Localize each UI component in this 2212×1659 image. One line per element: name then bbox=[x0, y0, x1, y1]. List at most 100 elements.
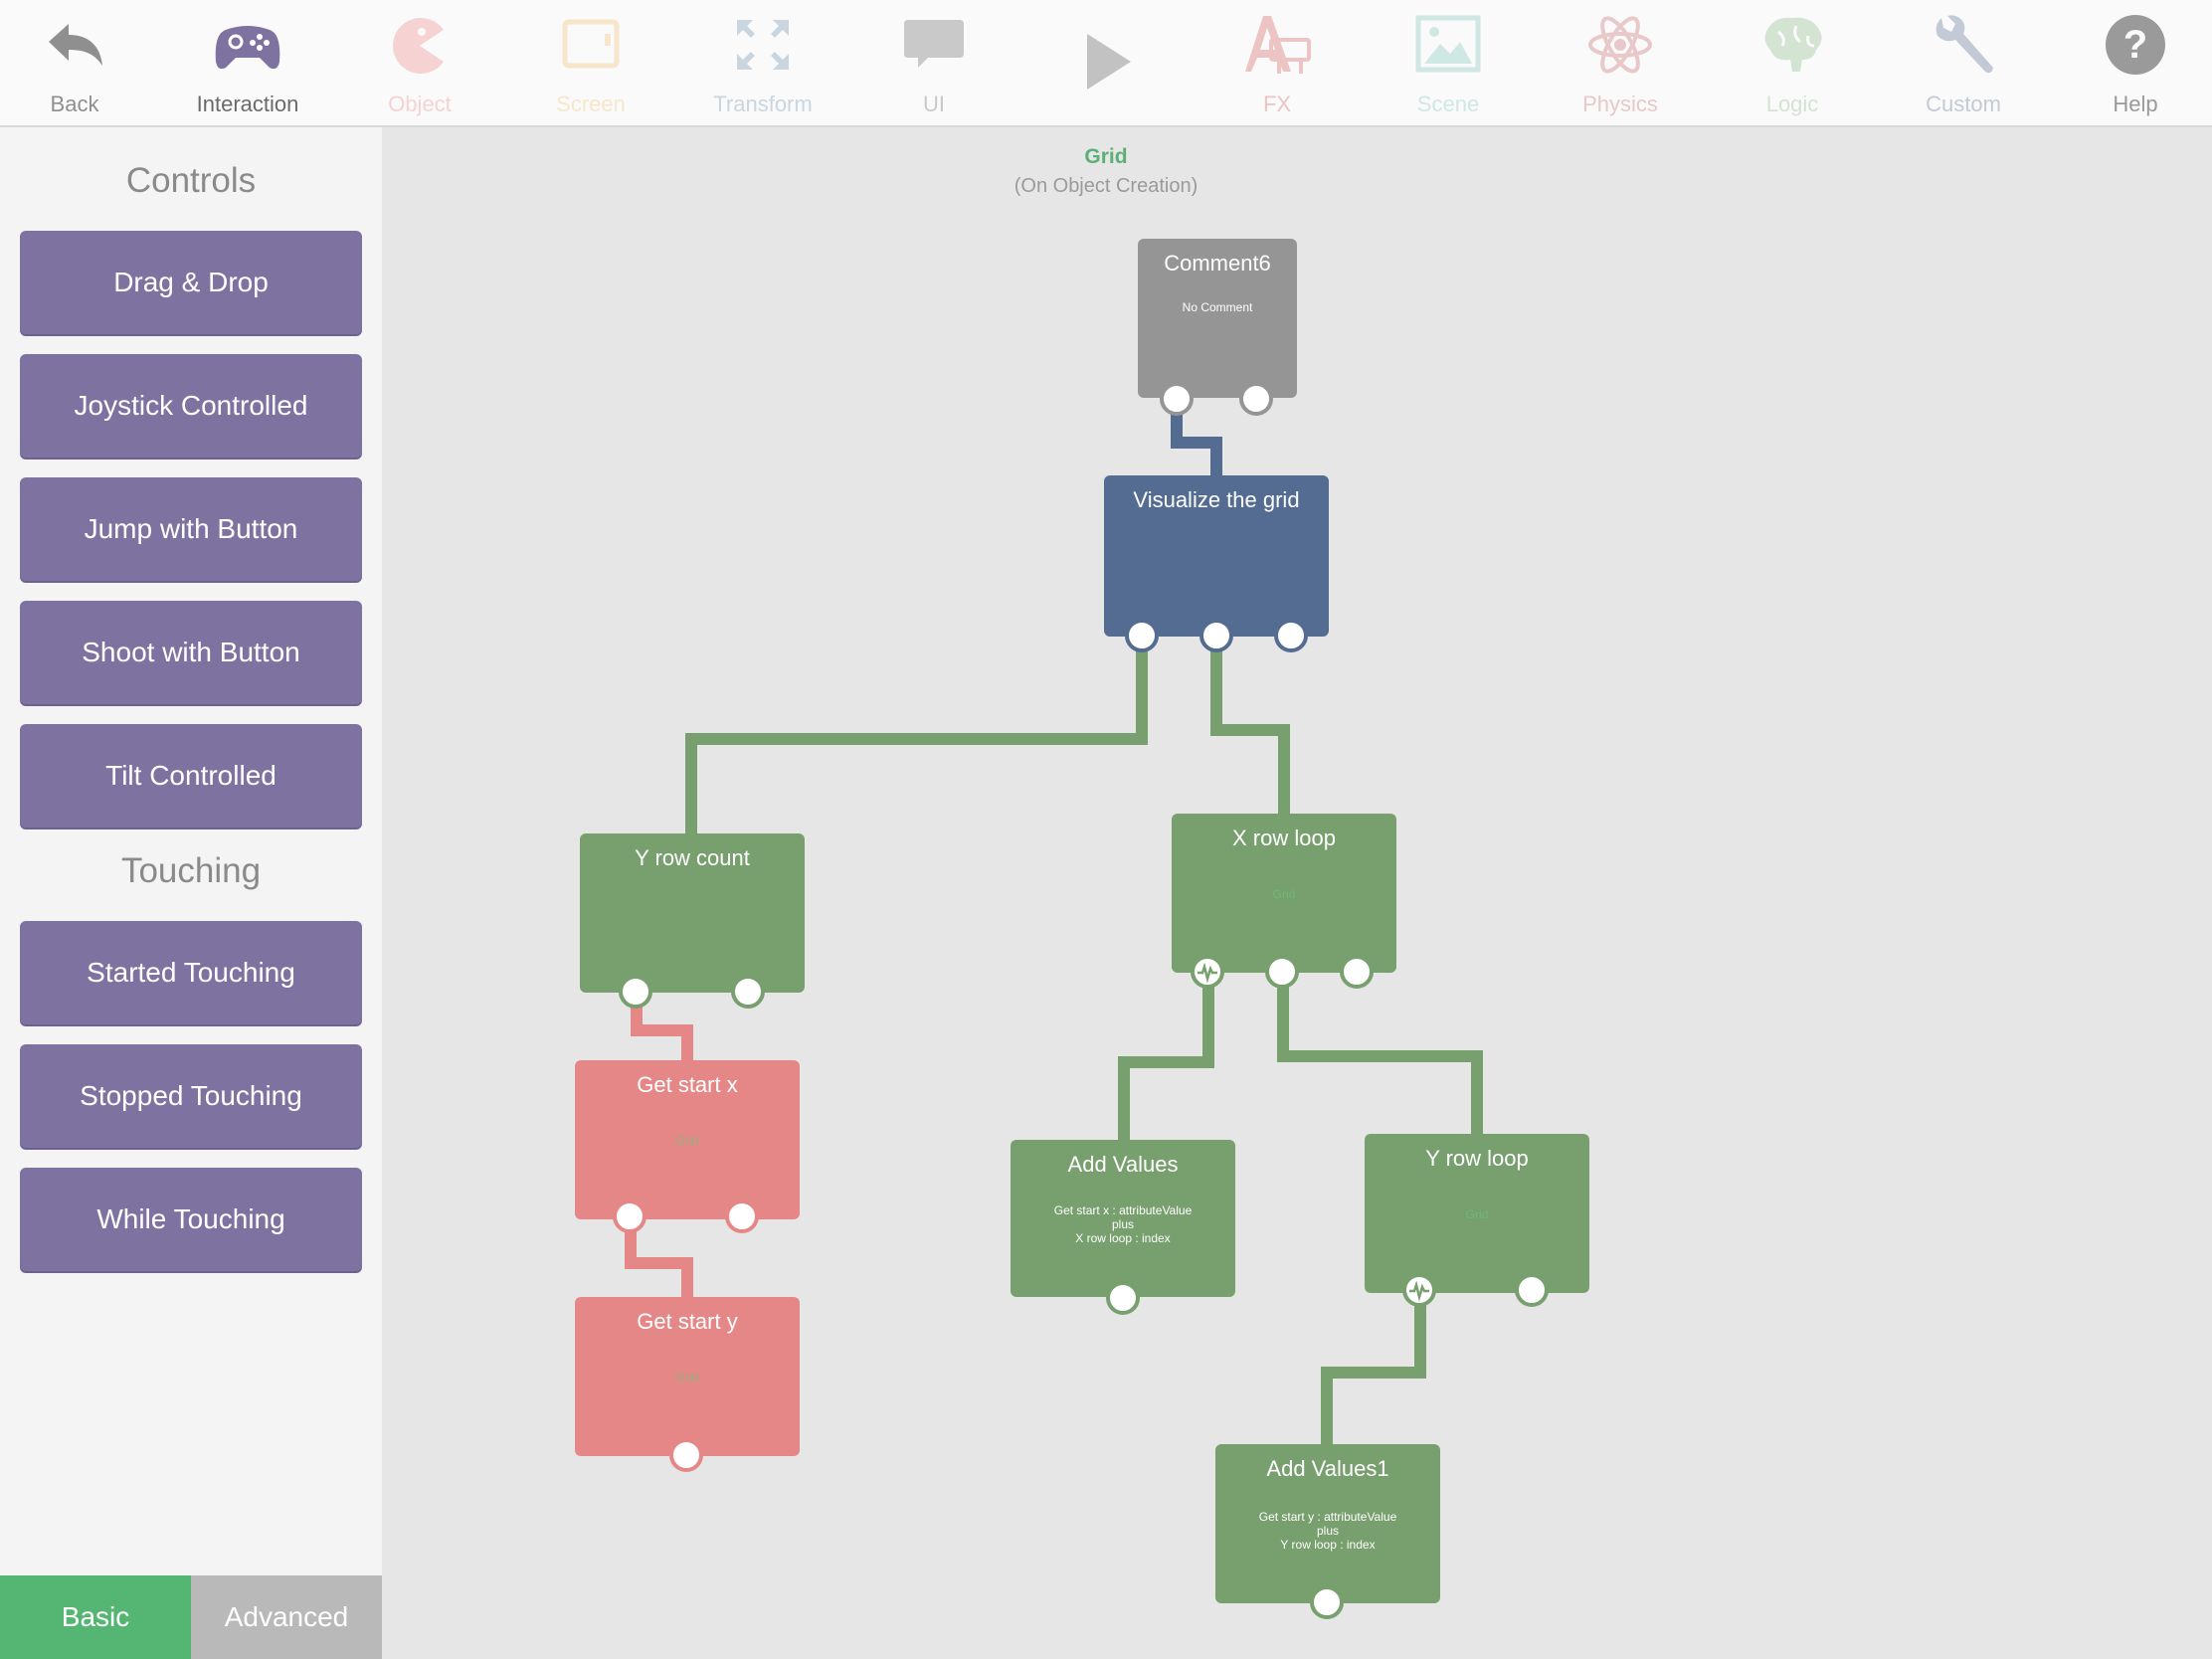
toolbar-transform[interactable]: Transform bbox=[693, 0, 832, 125]
output-port[interactable] bbox=[669, 1438, 703, 1472]
loop-pulse-port[interactable] bbox=[1191, 955, 1224, 989]
output-port[interactable] bbox=[1239, 382, 1273, 416]
toolbar-screen[interactable]: Screen bbox=[521, 0, 660, 125]
node-body: Grid bbox=[675, 1134, 699, 1148]
output-port[interactable] bbox=[1340, 955, 1374, 989]
tilt-controlled-button[interactable]: Tilt Controlled bbox=[20, 724, 362, 828]
node-title: Add Values1 bbox=[1266, 1456, 1389, 1481]
help-icon: ? bbox=[2106, 15, 2165, 75]
atom-icon bbox=[1588, 16, 1652, 74]
toolbar-play[interactable] bbox=[1035, 0, 1175, 125]
play-icon bbox=[1087, 34, 1131, 90]
pacman-icon bbox=[393, 18, 444, 74]
node-title: X row loop bbox=[1232, 826, 1336, 850]
pulse-icon bbox=[1198, 962, 1217, 984]
toolbar-label: Back bbox=[50, 92, 99, 116]
output-port[interactable] bbox=[725, 1199, 759, 1233]
shoot-with-button-button[interactable]: Shoot with Button bbox=[20, 601, 362, 704]
node-title: Visualize the grid bbox=[1133, 487, 1300, 512]
node-body: Grid bbox=[1465, 1207, 1489, 1221]
screen-icon bbox=[562, 19, 620, 69]
node-add-values1[interactable]: Add Values1 Get start y : attributeValue… bbox=[1215, 1444, 1440, 1603]
toolbar-label: FX bbox=[1262, 92, 1292, 116]
node-x-row-loop[interactable]: X row loop Grid bbox=[1172, 814, 1396, 973]
toolbar-label: Interaction bbox=[196, 92, 299, 116]
toolbar-object[interactable]: Object bbox=[350, 0, 489, 125]
speech-bubble-icon bbox=[904, 20, 964, 68]
toolbar-back[interactable]: Back bbox=[5, 0, 144, 125]
brain-icon bbox=[1764, 17, 1822, 72]
node-body-line: Get start y : attributeValue bbox=[1258, 1510, 1397, 1524]
node-body-line: Get start x : attributeValue bbox=[1053, 1203, 1193, 1217]
while-touching-button[interactable]: While Touching bbox=[20, 1168, 362, 1271]
basic-tab[interactable]: Basic bbox=[0, 1575, 191, 1659]
node-add-values[interactable]: Add Values Get start x : attributeValue … bbox=[1011, 1140, 1235, 1297]
node-body-line: plus bbox=[1111, 1217, 1134, 1231]
output-port[interactable] bbox=[1125, 619, 1159, 652]
node-y-row-count[interactable]: Y row count bbox=[580, 833, 805, 993]
toolbar-logic[interactable]: Logic bbox=[1723, 0, 1862, 125]
node-title: Get start x bbox=[637, 1072, 738, 1097]
toolbar-label: Scene bbox=[1416, 92, 1480, 116]
node-title: Comment6 bbox=[1164, 251, 1271, 276]
node-body: Grid bbox=[675, 1371, 699, 1384]
node-body: Grid bbox=[1272, 887, 1296, 901]
toolbar-physics[interactable]: Physics bbox=[1551, 0, 1690, 125]
drag-drop-button[interactable]: Drag & Drop bbox=[20, 231, 362, 334]
node-get-start-y[interactable]: Get start y Grid bbox=[575, 1297, 800, 1456]
node-body-line: X row loop : index bbox=[1075, 1231, 1171, 1245]
output-port[interactable] bbox=[1310, 1585, 1344, 1619]
jump-with-button-button[interactable]: Jump with Button bbox=[20, 477, 362, 581]
advanced-tab[interactable]: Advanced bbox=[191, 1575, 382, 1659]
canvas-title: Grid bbox=[1084, 145, 1128, 168]
output-port[interactable] bbox=[1199, 619, 1233, 652]
node-title: Y row loop bbox=[1425, 1146, 1529, 1171]
toolbar-label: Logic bbox=[1765, 92, 1819, 116]
output-port[interactable] bbox=[1274, 619, 1308, 652]
node-body-line: Y row loop : index bbox=[1280, 1538, 1376, 1552]
toolbar-label: Screen bbox=[556, 92, 626, 116]
behavior-sidebar: Controls Drag & Drop Joystick Controlled… bbox=[0, 127, 382, 1659]
joystick-controlled-button[interactable]: Joystick Controlled bbox=[20, 354, 362, 458]
output-port[interactable] bbox=[731, 975, 765, 1009]
toolbar-fx[interactable]: FX bbox=[1207, 0, 1347, 125]
output-port[interactable] bbox=[1265, 955, 1299, 989]
output-port[interactable] bbox=[613, 1199, 646, 1233]
controls-section-title: Controls bbox=[125, 161, 257, 200]
toolbar-label: Help bbox=[2113, 92, 2158, 116]
node-title: Get start y bbox=[637, 1309, 738, 1334]
started-touching-button[interactable]: Started Touching bbox=[20, 921, 362, 1024]
toolbar-label: Object bbox=[388, 92, 452, 116]
node-get-start-x[interactable]: Get start x Grid bbox=[575, 1060, 800, 1219]
transform-arrows-icon bbox=[737, 20, 789, 70]
node-comment6[interactable]: Comment6 No Comment bbox=[1138, 239, 1297, 398]
node-body-line: plus bbox=[1316, 1524, 1339, 1538]
output-port[interactable] bbox=[619, 975, 652, 1009]
toolbar-label: Transform bbox=[713, 92, 813, 116]
node-body: Get start y : attributeValue plus Y row … bbox=[1215, 1510, 1440, 1552]
stopped-touching-button[interactable]: Stopped Touching bbox=[20, 1044, 362, 1148]
toolbar-scene[interactable]: Scene bbox=[1379, 0, 1518, 125]
back-arrow-icon bbox=[49, 24, 102, 66]
loop-pulse-port[interactable] bbox=[1402, 1273, 1436, 1307]
wrench-icon bbox=[1936, 15, 1993, 74]
toolbar-ui[interactable]: UI bbox=[864, 0, 1004, 125]
image-icon bbox=[1415, 15, 1481, 73]
node-body: No Comment bbox=[1182, 300, 1253, 314]
node-title: Y row count bbox=[635, 845, 750, 870]
node-body: Get start x : attributeValue plus X row … bbox=[1011, 1203, 1235, 1245]
output-port[interactable] bbox=[1160, 382, 1194, 416]
node-visualize-grid[interactable]: Visualize the grid bbox=[1104, 475, 1329, 637]
node-title: Add Values bbox=[1067, 1152, 1179, 1177]
output-port[interactable] bbox=[1106, 1281, 1140, 1315]
toolbar-help[interactable]: ? Help bbox=[2066, 0, 2205, 125]
toolbar-label: Custom bbox=[1926, 92, 2001, 116]
node-y-row-loop[interactable]: Y row loop Grid bbox=[1365, 1134, 1589, 1293]
toolbar-custom[interactable]: Custom bbox=[1894, 0, 2033, 125]
toolbar-label: UI bbox=[923, 92, 945, 116]
output-port[interactable] bbox=[1515, 1273, 1549, 1307]
touching-section-title: Touching bbox=[120, 851, 262, 890]
toolbar-interaction[interactable]: Interaction bbox=[178, 0, 317, 125]
fx-icon bbox=[1245, 16, 1311, 74]
